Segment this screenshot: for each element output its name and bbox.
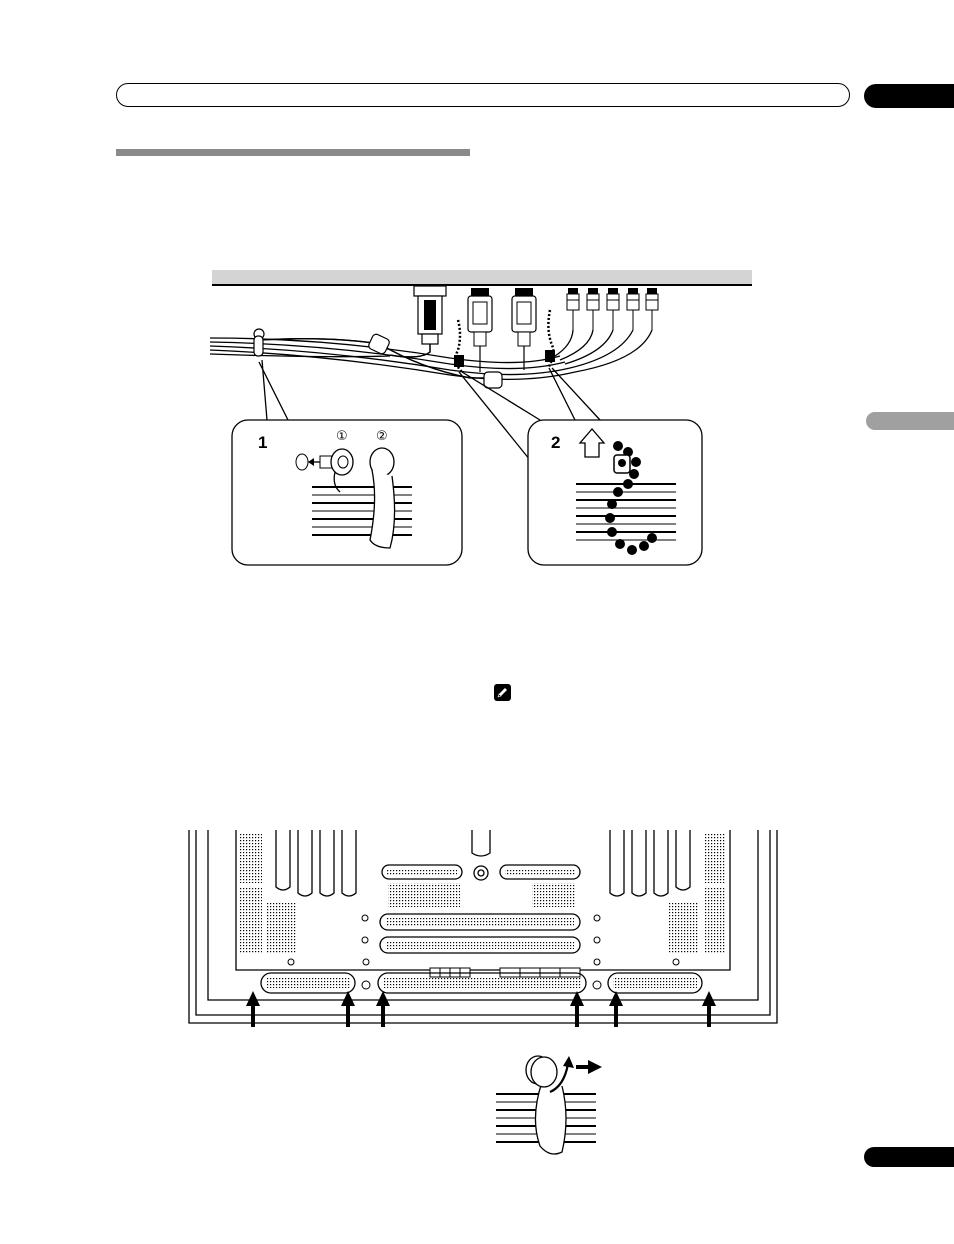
right-arrow-icon xyxy=(576,1060,602,1074)
bottom-slots xyxy=(261,973,702,993)
marker-2: ② xyxy=(376,429,388,444)
callout-panel-1: 1 ① ② xyxy=(232,420,462,565)
rca-connectors xyxy=(555,288,658,372)
bead-tie-2 xyxy=(545,310,555,368)
bead-tie-1 xyxy=(454,320,464,372)
marker-1: ① xyxy=(336,429,348,444)
hdmi-connector-1 xyxy=(468,288,492,372)
step-label-2: 2 xyxy=(551,433,560,452)
dsub-connector xyxy=(390,286,446,357)
cable-stack xyxy=(312,485,412,538)
hdmi-connector-2 xyxy=(512,288,536,370)
rear-panel-diagram xyxy=(0,825,954,1045)
clamp-position-arrows xyxy=(246,991,716,1027)
callout-panel-2: 2 xyxy=(528,420,702,565)
clamp-release-detail xyxy=(490,1048,630,1178)
vent-slots-left xyxy=(276,830,356,896)
pencil-note-icon xyxy=(494,684,511,701)
cable-clamp-1 xyxy=(254,329,264,356)
step-label-1: 1 xyxy=(258,433,267,452)
vent-slots-right xyxy=(610,830,690,896)
handle-slots xyxy=(380,865,580,953)
page-number-tab xyxy=(864,1147,954,1167)
cable-bundling-diagram: 1 ① ② 2 xyxy=(0,0,954,600)
